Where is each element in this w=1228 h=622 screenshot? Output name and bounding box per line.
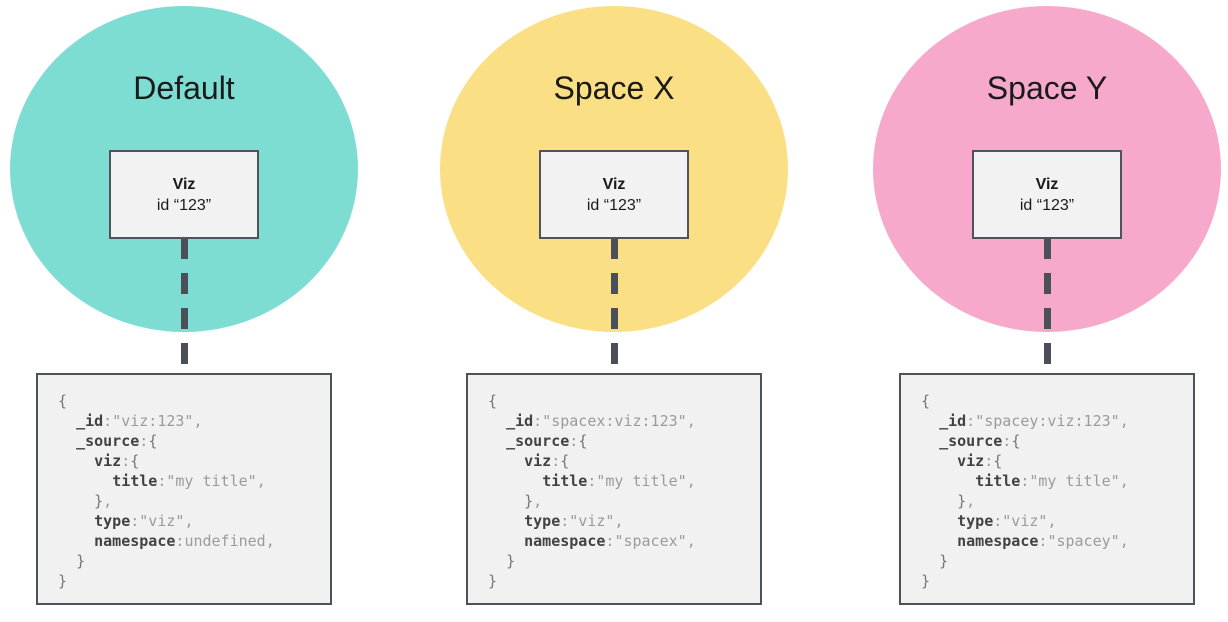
code-line: namespace:"spacey", xyxy=(957,532,1129,550)
viz-box: Viz id “123” xyxy=(539,150,689,239)
code-line: } xyxy=(76,552,86,570)
code-line: _id:"spacex:viz:123", xyxy=(506,412,696,430)
code-line: type:"viz", xyxy=(957,512,1057,530)
code-line: } xyxy=(921,572,931,590)
code-line: }, xyxy=(94,492,113,510)
viz-box-name: Viz xyxy=(172,175,196,193)
code-line: title:"my title", xyxy=(975,472,1129,490)
dashed-connector-line xyxy=(180,238,188,378)
code-line: title:"my title", xyxy=(112,472,266,490)
code-line: namespace:"spacex", xyxy=(524,532,696,550)
code-line: }, xyxy=(524,492,543,510)
viz-box-id: id “123” xyxy=(156,196,212,214)
viz-box: Viz id “123” xyxy=(109,150,259,239)
code-line: viz:{ xyxy=(524,452,570,470)
viz-box-id: id “123” xyxy=(586,196,642,214)
viz-box: Viz id “123” xyxy=(972,150,1122,239)
space-title: Default xyxy=(133,70,235,106)
code-line: }, xyxy=(957,492,976,510)
code-line: } xyxy=(506,552,516,570)
code-line: _id:"spacey:viz:123", xyxy=(939,412,1129,430)
dashed-connector-line xyxy=(610,238,618,378)
saved-object-document-box: { _id:"spacex:viz:123", _source:{ viz:{ … xyxy=(466,373,762,605)
code-line: viz:{ xyxy=(957,452,1003,470)
code-line: _id:"viz:123", xyxy=(76,412,203,430)
code-line: namespace:undefined, xyxy=(94,532,275,550)
code-line: type:"viz", xyxy=(524,512,624,530)
code-line: _source:{ xyxy=(939,432,1021,450)
code-line: _source:{ xyxy=(506,432,588,450)
code-line: _source:{ xyxy=(76,432,158,450)
saved-object-document-box: { _id:"viz:123", _source:{ viz:{ title:"… xyxy=(36,373,332,605)
viz-box-id: id “123” xyxy=(1019,196,1075,214)
viz-box-name: Viz xyxy=(602,175,626,193)
code-line: { xyxy=(488,392,498,410)
code-line: viz:{ xyxy=(94,452,140,470)
code-line: type:"viz", xyxy=(94,512,194,530)
code-line: title:"my title", xyxy=(542,472,696,490)
saved-object-document-box: { _id:"spacey:viz:123", _source:{ viz:{ … xyxy=(899,373,1195,605)
viz-box-name: Viz xyxy=(1035,175,1059,193)
dashed-connector-line xyxy=(1043,238,1051,378)
code-line: { xyxy=(921,392,931,410)
code-line: } xyxy=(58,572,68,590)
code-line: { xyxy=(58,392,68,410)
code-line: } xyxy=(939,552,949,570)
space-title: Space Y xyxy=(986,70,1108,106)
code-line: } xyxy=(488,572,498,590)
space-title: Space X xyxy=(553,70,675,106)
